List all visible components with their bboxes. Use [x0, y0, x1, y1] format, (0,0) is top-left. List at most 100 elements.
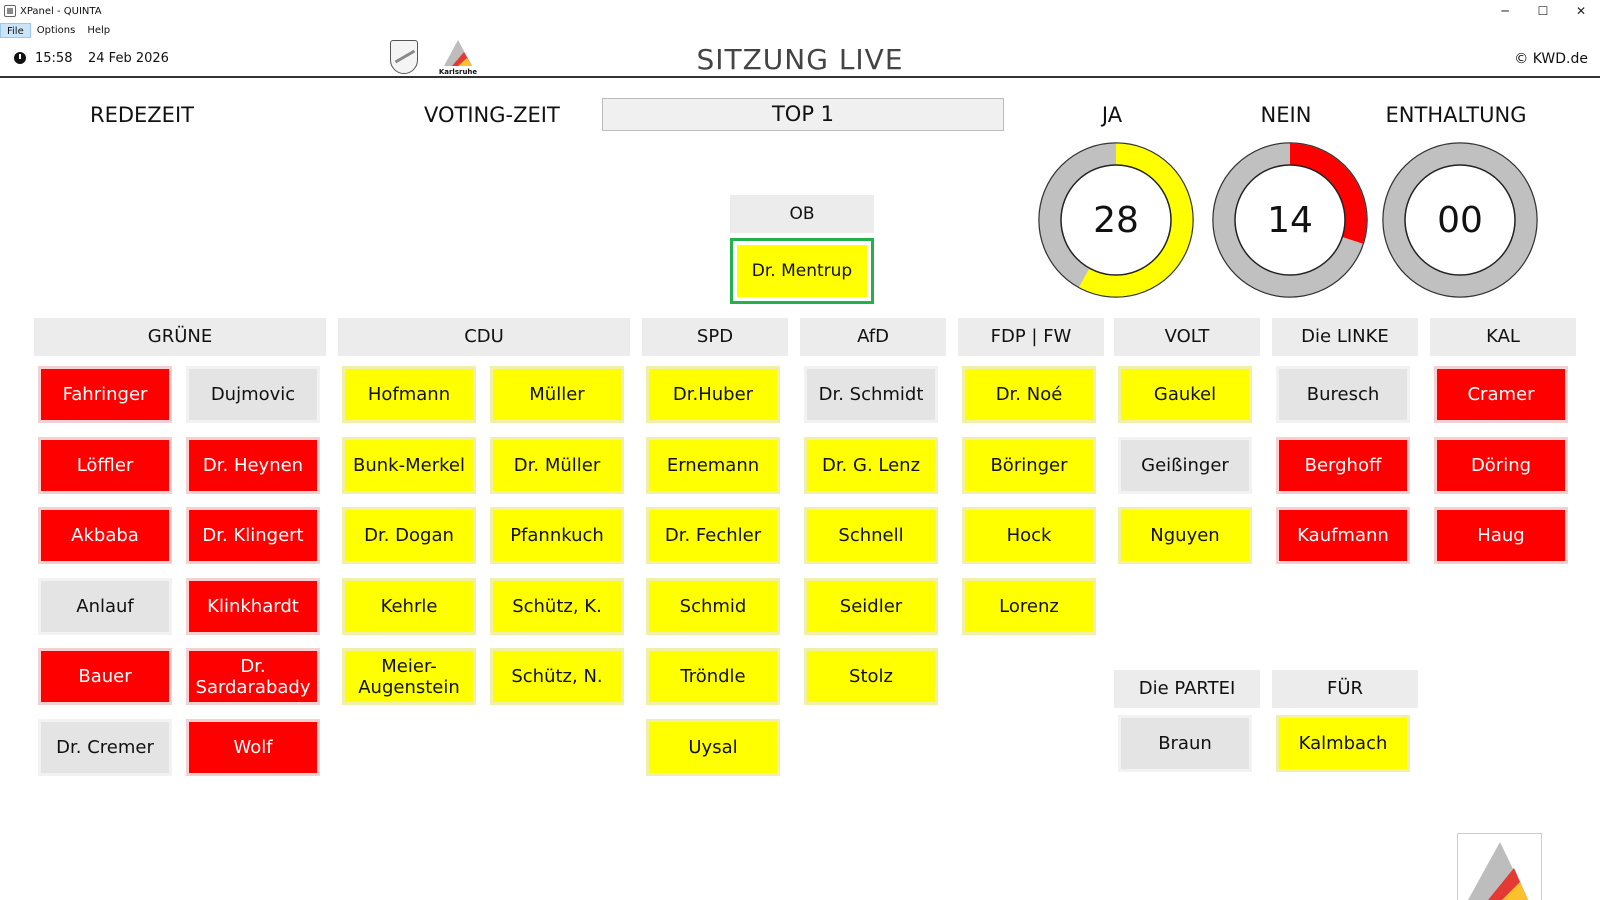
clock-icon — [14, 52, 26, 64]
member-card[interactable]: Gaukel — [1118, 366, 1252, 423]
member-card[interactable]: Dr. Noé — [962, 366, 1096, 423]
ob-header: OB — [730, 195, 874, 233]
member-card[interactable]: Meier- Augenstein — [342, 648, 476, 705]
member-card[interactable]: Kaufmann — [1276, 507, 1410, 564]
party-header: FÜR — [1272, 670, 1418, 708]
gauge-ring — [1382, 142, 1538, 298]
ob-member-card[interactable]: Dr. Mentrup — [730, 238, 874, 304]
party-header: Die LINKE — [1272, 318, 1418, 356]
vote-gauge-2: 00 — [1382, 142, 1538, 298]
member-card[interactable]: Tröndle — [646, 648, 780, 705]
member-card[interactable]: Geißinger — [1118, 436, 1252, 494]
member-card[interactable]: Dr. Klingert — [186, 507, 320, 564]
party-header: KAL — [1430, 318, 1576, 356]
member-card[interactable]: Dr. Dogan — [342, 507, 476, 564]
maximize-button[interactable]: ☐ — [1537, 4, 1549, 18]
member-card[interactable]: Nguyen — [1118, 507, 1252, 564]
page-title: SITZUNG LIVE — [696, 43, 904, 76]
member-card[interactable]: Kalmbach — [1276, 715, 1410, 772]
member-card[interactable]: Schütz, N. — [490, 648, 624, 705]
menu-bar: File Options Help — [0, 22, 1600, 38]
gauge-value: 14 — [1267, 199, 1313, 241]
party-header: Die PARTEI — [1114, 670, 1260, 708]
member-card[interactable]: Klinkhardt — [186, 577, 320, 635]
member-card[interactable]: Braun — [1118, 715, 1252, 772]
gauge-value: 28 — [1093, 199, 1139, 241]
menu-options[interactable]: Options — [36, 24, 76, 36]
current-time: 15:58 — [35, 51, 73, 66]
member-card[interactable]: Dr. Müller — [490, 436, 624, 494]
member-card[interactable]: Ernemann — [646, 436, 780, 494]
member-card[interactable]: Dr. Cremer — [38, 718, 172, 776]
redezeit-label: REDEZEIT — [90, 103, 194, 127]
party-header: CDU — [338, 318, 630, 356]
party-header: GRÜNE — [34, 318, 326, 356]
gauge-label-2: ENTHALTUNG — [1385, 103, 1527, 127]
gauge-label-1: NEIN — [1260, 103, 1312, 127]
member-card[interactable]: Wolf — [186, 718, 320, 776]
member-card[interactable]: Löffler — [38, 436, 172, 494]
copyright: © KWD.de — [1514, 51, 1588, 67]
member-card[interactable]: Schmid — [646, 577, 780, 635]
gauge-ring — [1212, 142, 1368, 298]
gauge-arc — [1039, 143, 1193, 297]
member-card[interactable]: Kehrle — [342, 577, 476, 635]
member-card[interactable]: Dujmovic — [186, 366, 320, 423]
member-card[interactable]: Hofmann — [342, 366, 476, 423]
gauge-ring — [1038, 142, 1194, 298]
member-card[interactable]: Uysal — [646, 718, 780, 776]
member-card[interactable]: Anlauf — [38, 577, 172, 635]
member-card[interactable]: Dr. G. Lenz — [804, 436, 938, 494]
party-header: VOLT — [1114, 318, 1260, 356]
karlsruhe-triangle-icon — [444, 40, 472, 66]
gauge-label-0: JA — [1101, 103, 1123, 127]
member-card[interactable]: Haug — [1434, 507, 1568, 564]
window-controls: ─ ☐ ✕ — [1486, 0, 1600, 22]
agenda-item-box: TOP 1 — [602, 98, 1004, 131]
city-crest-icon — [390, 40, 418, 74]
member-card[interactable]: Buresch — [1276, 366, 1410, 423]
karlsruhe-logo-label: Karlsruhe — [438, 68, 478, 76]
member-card[interactable]: Dr. Heynen — [186, 436, 320, 494]
member-card[interactable]: Müller — [490, 366, 624, 423]
menu-file[interactable]: File — [0, 22, 31, 38]
member-card[interactable]: Bunk-Merkel — [342, 436, 476, 494]
member-card[interactable]: Hock — [962, 507, 1096, 564]
menu-help[interactable]: Help — [87, 24, 111, 36]
member-card[interactable]: Dr. Sardarabady — [186, 648, 320, 705]
member-card[interactable]: Schnell — [804, 507, 938, 564]
member-card[interactable]: Akbaba — [38, 507, 172, 564]
member-card[interactable]: Dr. Fechler — [646, 507, 780, 564]
member-card[interactable]: Cramer — [1434, 366, 1568, 423]
karlsruhe-logo: Karlsruhe — [438, 38, 478, 76]
karlsruhe-triangle-icon — [1468, 842, 1528, 900]
member-card[interactable]: Fahringer — [38, 366, 172, 423]
window-titlebar: XPanel - QUINTA ─ ☐ ✕ — [0, 0, 1600, 22]
vote-gauge-0: 28 — [1038, 142, 1194, 298]
ob-member-name: Dr. Mentrup — [737, 245, 867, 297]
member-card[interactable]: Seidler — [804, 577, 938, 635]
corner-logo — [1457, 833, 1542, 900]
member-card[interactable]: Lorenz — [962, 577, 1096, 635]
header-bar: 15:58 24 Feb 2026 Karlsruhe SITZUNG LIVE… — [0, 38, 1600, 78]
member-card[interactable]: Böringer — [962, 436, 1096, 494]
gauge-track — [1383, 143, 1537, 297]
member-card[interactable]: Pfannkuch — [490, 507, 624, 564]
app-icon — [4, 5, 16, 17]
member-card[interactable]: Döring — [1434, 436, 1568, 494]
member-card[interactable]: Dr. Schmidt — [804, 366, 938, 423]
voting-zeit-label: VOTING-ZEIT — [424, 103, 560, 127]
window-title: XPanel - QUINTA — [20, 5, 102, 17]
member-card[interactable]: Stolz — [804, 648, 938, 705]
vote-gauge-1: 14 — [1212, 142, 1368, 298]
member-card[interactable]: Bauer — [38, 648, 172, 705]
current-date: 24 Feb 2026 — [88, 51, 169, 66]
close-button[interactable]: ✕ — [1575, 4, 1587, 18]
member-card[interactable]: Berghoff — [1276, 436, 1410, 494]
minimize-button[interactable]: ─ — [1501, 4, 1509, 18]
gauge-arc — [1213, 143, 1367, 297]
party-header: AfD — [800, 318, 946, 356]
member-card[interactable]: Schütz, K. — [490, 577, 624, 635]
party-header: SPD — [642, 318, 788, 356]
member-card[interactable]: Dr.Huber — [646, 366, 780, 423]
